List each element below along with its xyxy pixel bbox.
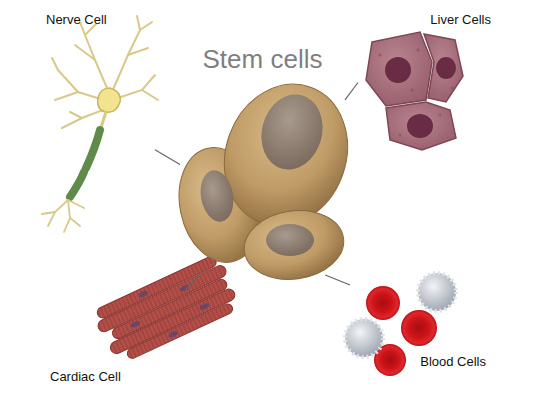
cardiac-muscle-drawing	[199, 302, 210, 311]
liver-cells-drawing	[436, 57, 456, 79]
nerve-cell-drawing	[68, 200, 84, 208]
blood-cells-drawing	[418, 273, 456, 311]
nerve-cell-drawing	[42, 16, 158, 232]
nerve-cell-drawing	[142, 90, 158, 100]
liver-cells-drawing	[385, 57, 411, 83]
liver-cells-drawing	[424, 34, 463, 102]
nerve-cell-drawing	[140, 22, 152, 30]
cardiac-muscle-drawing	[108, 287, 236, 355]
liver-cells-drawing	[379, 54, 382, 57]
cell-label-box: Nerve Cell	[40, 8, 155, 233]
blood-cells-drawing	[345, 319, 383, 357]
nerve-cell-drawing	[70, 112, 82, 118]
liver-cells-drawing	[366, 32, 432, 106]
liver-cells-drawing	[451, 87, 454, 90]
cell-label: Nerve Cell	[46, 12, 107, 28]
blood-cells-drawing	[366, 286, 400, 320]
stem-cell-box: Stem cells	[180, 40, 345, 275]
cell-label: Liver Cells	[430, 12, 491, 28]
connector-line	[345, 83, 358, 100]
nerve-cell-drawing	[128, 48, 148, 55]
nerve-cell-drawing	[86, 130, 100, 168]
liver-cells-drawing	[407, 114, 433, 138]
cell-label: Cardiac Cell	[50, 369, 121, 385]
nerve-cell-drawing	[98, 88, 121, 112]
nerve-cell-drawing	[55, 92, 78, 100]
stem-cells-drawing	[253, 88, 331, 177]
nerve-cell-drawing	[64, 200, 70, 232]
nerve-cell-drawing	[52, 58, 58, 70]
cardiac-muscle-drawing	[179, 284, 190, 293]
cell-label-box: Liver Cells	[358, 10, 495, 155]
nerve-cell-drawing	[75, 45, 95, 60]
nerve-cell-drawing	[112, 30, 140, 92]
connector-line	[155, 150, 180, 165]
liver-cells-drawing	[411, 89, 414, 92]
stem-cells-drawing	[169, 67, 367, 286]
cardiac-muscle-drawing	[126, 302, 234, 360]
nerve-cell-drawing	[70, 172, 84, 197]
liver-cells-drawing	[417, 49, 420, 52]
cell-label-box: Blood Cells	[340, 285, 490, 380]
cell-label: Blood Cells	[420, 354, 486, 370]
nerve-cell-drawing	[70, 218, 80, 226]
liver-cells-drawing	[386, 102, 456, 150]
stem-cells-drawing	[197, 168, 238, 225]
nerve-cell-drawing	[42, 200, 84, 232]
cardiac-muscle-drawing	[168, 330, 179, 339]
liver-cells-drawing	[399, 134, 402, 137]
nerve-cell-drawing	[85, 35, 110, 95]
stem-cells-drawing	[240, 204, 348, 285]
cardiac-muscle-drawing	[91, 253, 243, 367]
stem-cells-drawing	[266, 224, 314, 256]
cardiac-muscle-drawing	[130, 320, 141, 329]
blood-cells-drawing	[401, 310, 437, 346]
cardiac-muscle-drawing	[120, 269, 215, 352]
group-title: Stem cells	[203, 44, 323, 75]
cardiac-muscle-drawing	[138, 290, 149, 299]
connector-line	[325, 275, 350, 285]
nerve-cell-drawing	[68, 112, 106, 200]
nerve-cell-drawing	[137, 16, 140, 30]
nerve-cell-drawing	[42, 212, 55, 214]
cell-label-box: Cardiac Cell	[45, 290, 210, 395]
liver-cells-drawing	[379, 49, 454, 137]
liver-cells-drawing	[366, 32, 463, 150]
connector-line	[185, 275, 200, 290]
liver-cells-drawing	[439, 114, 442, 117]
